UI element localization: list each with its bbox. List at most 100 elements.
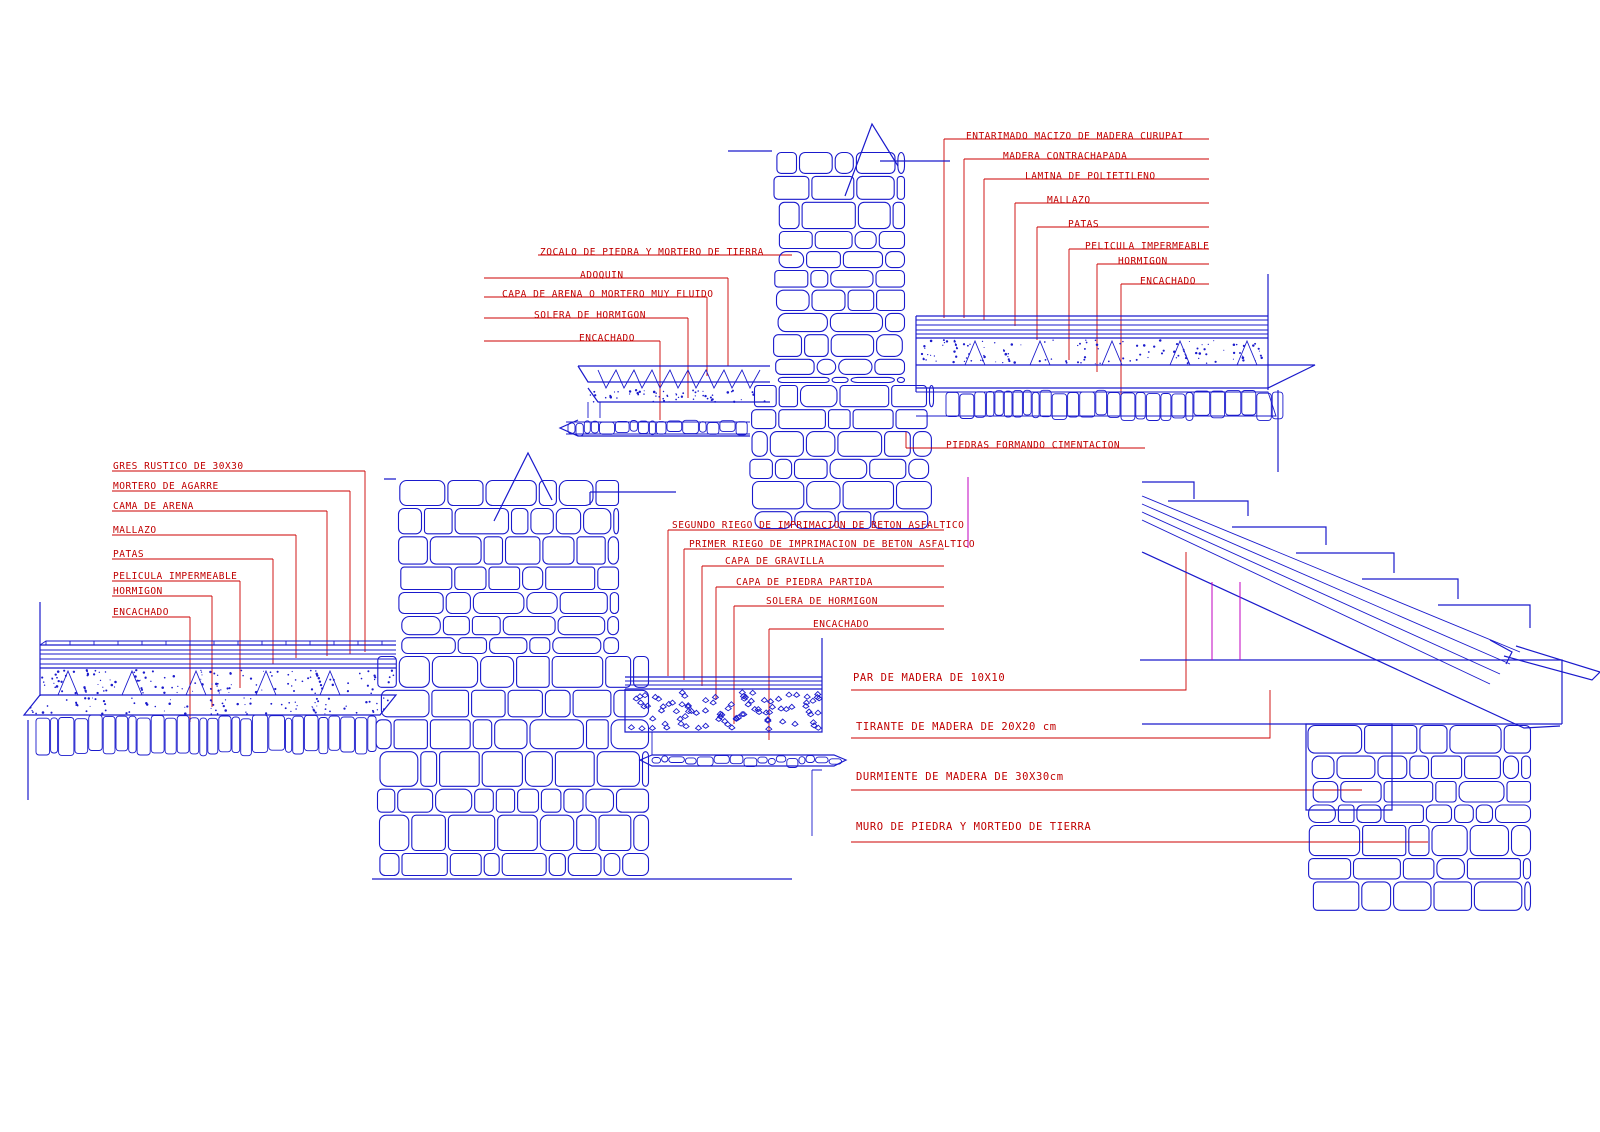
rubble-stone	[696, 756, 714, 767]
wall-stone	[542, 536, 575, 565]
rubble-stone	[668, 756, 685, 763]
wall-stone	[576, 536, 606, 565]
wall-stone	[873, 511, 929, 530]
stipple-dot	[1099, 362, 1101, 365]
concrete-stipple-top-middle	[589, 389, 766, 403]
stipple-dot	[1241, 355, 1243, 357]
stipple-dot	[105, 689, 108, 692]
wall-stone	[837, 431, 883, 457]
stipple-dot	[176, 691, 178, 694]
rubble-stone	[775, 755, 787, 763]
stone-wall-left	[375, 479, 650, 877]
stipple-dot	[1107, 360, 1110, 363]
gravel-chip	[764, 717, 772, 724]
stipple-dot	[589, 394, 592, 396]
stipple-dot	[332, 678, 335, 681]
rubble-stone	[1107, 392, 1121, 418]
stipple-dot	[274, 687, 277, 691]
stipple-dot	[194, 682, 197, 684]
stipple-dot	[291, 685, 293, 687]
wall-stone	[856, 175, 895, 200]
wall-stone	[874, 358, 906, 375]
wall-stone	[597, 566, 620, 591]
stipple-dot	[209, 670, 212, 674]
gravel-chip	[805, 708, 813, 715]
stipple-dot	[150, 680, 152, 682]
stipple-dot	[42, 681, 45, 683]
stipple-dot	[709, 396, 712, 399]
stipple-dot	[172, 675, 176, 678]
stipple-dot	[85, 710, 88, 713]
stipple-dot	[134, 675, 137, 678]
stipple-dot	[32, 711, 34, 713]
stipple-dot	[1122, 340, 1124, 343]
wall-stone	[1402, 858, 1435, 880]
stipple-dot	[714, 400, 717, 403]
rubble-stone	[303, 714, 319, 752]
label-capa-arena: CAPA DE ARENA O MORTERO MUY FLUIDO	[502, 289, 713, 300]
stipple-dot	[617, 391, 619, 393]
stipple-dot	[94, 698, 97, 701]
wall-stone	[1311, 755, 1335, 780]
stipple-dot	[142, 691, 144, 694]
wall-stone	[445, 591, 471, 615]
wall-stone	[884, 431, 911, 457]
stipple-dot	[652, 390, 656, 394]
wall-stone	[895, 409, 928, 430]
wall-stone	[793, 458, 828, 480]
stipple-dot	[1239, 352, 1241, 354]
rubble-stone	[231, 716, 241, 754]
wall-stone	[471, 689, 506, 718]
stipple-dot	[250, 698, 252, 700]
wall-stone	[431, 689, 470, 718]
wall-stone	[1466, 858, 1521, 880]
wall-stone	[379, 852, 400, 877]
wall-stone	[398, 536, 428, 565]
stipple-dot	[387, 681, 390, 684]
gravel-chip	[814, 709, 822, 716]
stipple-dot	[226, 687, 229, 690]
stipple-dot	[368, 700, 371, 703]
label-hormigon-l: HORMIGON	[113, 586, 163, 597]
stipple-dot	[634, 389, 638, 392]
rubble-stone	[150, 715, 165, 754]
stipple-dot	[675, 392, 677, 395]
wall-stone	[400, 566, 453, 591]
stipple-dot	[181, 688, 183, 690]
stipple-dot	[1097, 348, 1099, 350]
stipple-dot	[343, 707, 346, 710]
stipple-dot	[1153, 345, 1156, 348]
wall-stone	[1449, 724, 1502, 754]
wall-stone	[1340, 780, 1382, 803]
wall-stone	[1383, 780, 1434, 803]
label-contrachapada: MADERA CONTRACHAPADA	[1003, 151, 1127, 162]
wall-stone	[869, 458, 907, 480]
stipple-dot	[245, 711, 247, 713]
wall-stone	[774, 458, 793, 480]
stipple-dot	[953, 340, 956, 343]
stipple-dot	[56, 670, 60, 673]
rubble-stone	[1120, 392, 1136, 421]
gravel-chip	[814, 690, 822, 698]
label-encachado-tm: ENCACHADO	[579, 333, 635, 344]
label-gres: GRES RUSTICO DE 30X30	[113, 461, 244, 472]
gravel-chip	[638, 725, 646, 732]
stipple-dot	[1186, 362, 1189, 365]
stipple-dot	[943, 341, 946, 344]
stipple-dot	[681, 396, 683, 398]
wall-stone	[526, 591, 558, 615]
label-piedra-partida: CAPA DE PIEDRA PARTIDA	[736, 577, 873, 588]
wall-stone	[447, 479, 484, 507]
stipple-dot	[91, 697, 94, 699]
wall-stone	[912, 431, 932, 457]
left-wall-ground-line	[384, 478, 676, 505]
wall-top-spike	[844, 122, 899, 197]
stipple-dot	[692, 389, 695, 392]
stipple-dot	[50, 711, 53, 714]
stipple-dot	[655, 395, 657, 397]
stipple-dot	[923, 345, 926, 348]
gravel-chip	[661, 720, 669, 727]
stipple-dot	[271, 675, 273, 677]
gravel-chip	[760, 696, 769, 704]
wall-stone	[852, 409, 894, 430]
